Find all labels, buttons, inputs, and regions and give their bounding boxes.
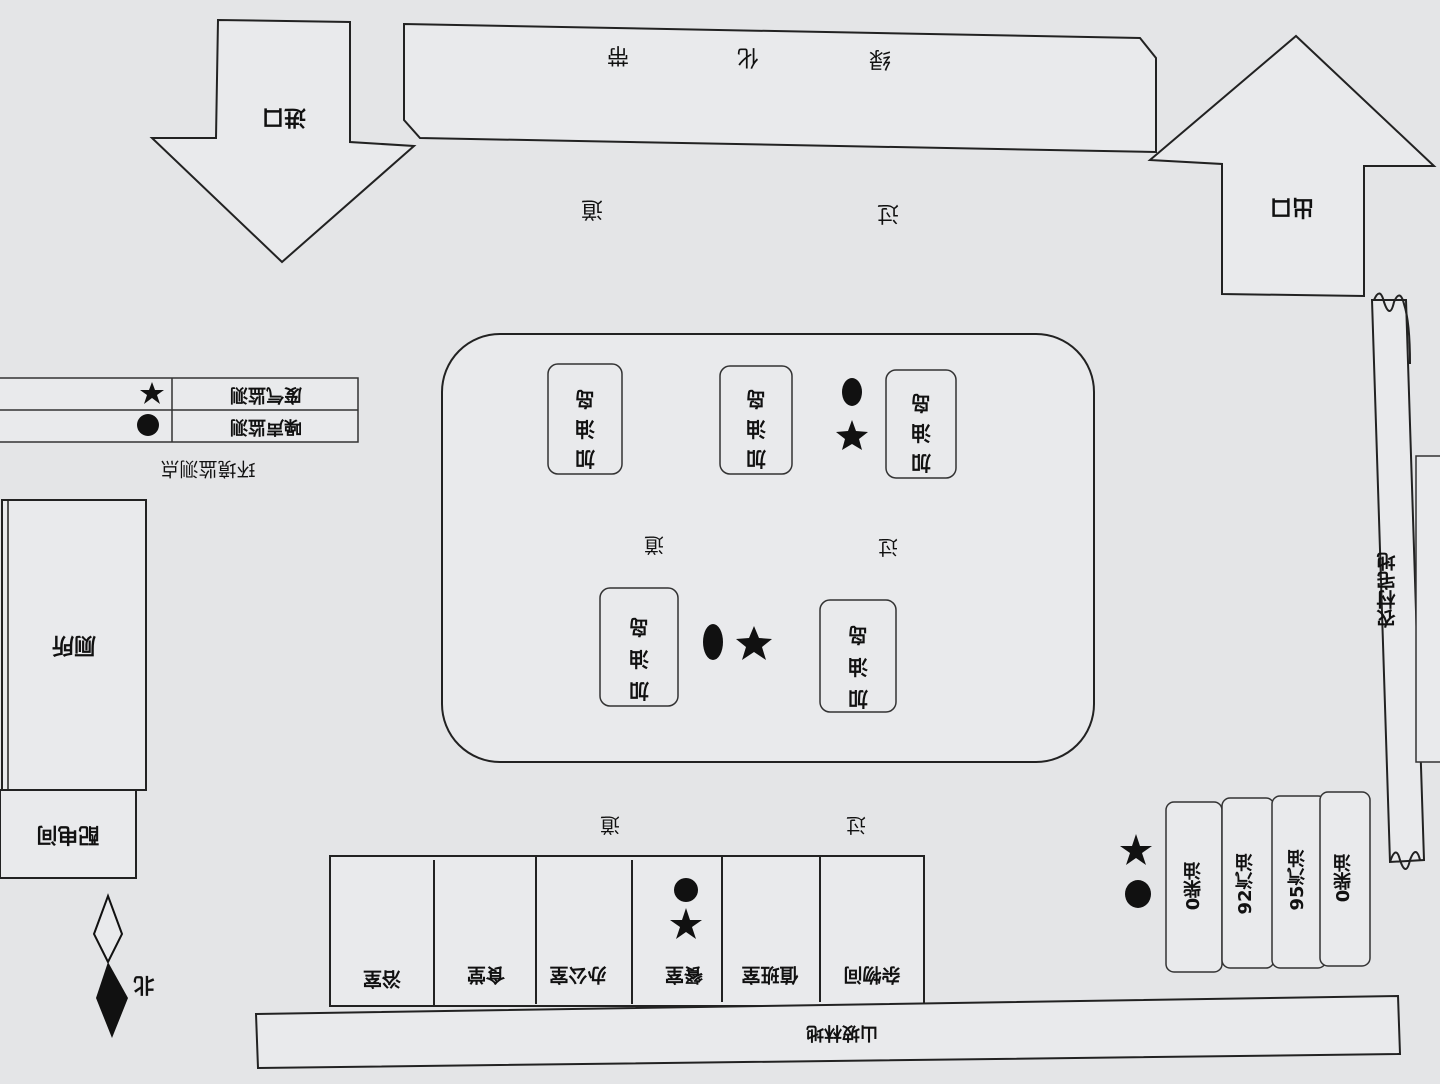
- legend-table: 废气监测 噪声监测: [0, 377, 359, 443]
- green-belt-char-3: 带: [607, 42, 629, 67]
- mountain-forest-strip: [254, 994, 1402, 1070]
- noise-marker-3: [674, 878, 698, 902]
- fuel-island-2-char-3: 岛: [746, 387, 766, 411]
- passage-bottom-char-2: 道: [600, 813, 620, 837]
- fuel-island-1-char-2: 油: [575, 417, 595, 441]
- passage-top-char-1: 过: [877, 200, 899, 225]
- legend-row-exhaust: 废气监测: [230, 384, 302, 406]
- legend-row-noise: 噪声监测: [230, 416, 302, 438]
- fuel-island-5-char-3: 岛: [848, 623, 868, 647]
- noise-marker-1: [842, 378, 862, 406]
- fuel-island-4-char-3: 岛: [629, 615, 649, 639]
- green-belt-char-1: 绿: [869, 46, 891, 71]
- fuel-island-1-char-3: 岛: [575, 387, 595, 411]
- mountain-forest-label: 山坡林地: [806, 1022, 878, 1044]
- tank-1-label: 0柴油: [1182, 862, 1204, 911]
- noise-marker-2: [703, 624, 723, 660]
- fuel-tanks: [1165, 791, 1371, 973]
- fuel-island-2-char-1: 加: [746, 447, 767, 471]
- passage-middle-char-2: 道: [644, 533, 664, 557]
- fuel-island-3-char-3: 岛: [911, 391, 931, 415]
- fuel-island-1: 加 油 岛: [547, 363, 623, 475]
- building-row: [329, 855, 925, 1007]
- entrance-arrow: [149, 18, 417, 264]
- tank-2-label: 92汽油: [1235, 853, 1256, 914]
- room-dining: 餐室: [665, 964, 703, 987]
- passage-bottom-char-1: 过: [846, 813, 866, 837]
- room-storage: 杂物间: [843, 964, 900, 987]
- boundary-wave-top: [1373, 292, 1411, 365]
- power-room: [0, 789, 137, 879]
- exhaust-marker-1: [836, 420, 868, 450]
- green-belt-char-2: 化: [737, 44, 759, 69]
- exhaust-marker-2: [736, 626, 772, 660]
- fuel-island-2: 加 油 岛: [719, 365, 793, 475]
- north-arrow-icon: [92, 893, 128, 1038]
- noise-marker-4: [1125, 880, 1151, 908]
- fuel-island-5: 加 油 岛: [819, 599, 897, 713]
- passage-top-char-2: 道: [581, 196, 603, 221]
- fuel-island-5-char-2: 油: [848, 655, 868, 679]
- fuel-island-3-char-1: 加: [911, 451, 932, 475]
- fuel-island-3-char-2: 油: [911, 421, 931, 445]
- toilet-label: 厕所: [52, 632, 96, 657]
- tank-3-label: 95汽油: [1287, 849, 1308, 910]
- neighbor-building: [1415, 455, 1440, 763]
- room-duty: 值班室: [741, 964, 798, 987]
- legend-noise-icon: [137, 414, 159, 436]
- exit-label: 出口: [1270, 194, 1314, 219]
- boundary-wave-bottom: [1389, 851, 1421, 870]
- tank-4-label: 0柴油: [1332, 854, 1354, 903]
- exit-arrow: [1147, 34, 1437, 298]
- village-land-label: 农村宅地: [1376, 552, 1399, 629]
- exhaust-marker-3: [670, 908, 702, 939]
- passage-middle-char-1: 过: [878, 535, 898, 559]
- fuel-island-5-char-1: 加: [848, 687, 869, 711]
- fuel-island-4-char-2: 油: [629, 647, 649, 671]
- legend-exhaust-icon: [140, 382, 164, 404]
- entrance-label: 进口: [262, 104, 306, 129]
- room-canteen: 食堂: [467, 964, 505, 987]
- exhaust-marker-4: [1120, 834, 1152, 865]
- fuel-island-4-char-1: 加: [629, 679, 650, 703]
- env-monitoring-label: 环境监测点: [160, 458, 255, 480]
- power-room-label: 配电间: [37, 823, 100, 847]
- fuel-island-4: 加 油 岛: [599, 587, 679, 707]
- green-belt: [403, 22, 1157, 154]
- fuel-island-3: 加 油 岛: [885, 369, 957, 479]
- room-bath: 浴室: [363, 968, 401, 991]
- north-label: 北: [134, 973, 155, 997]
- fuel-island-1-char-1: 加: [575, 447, 596, 471]
- room-office: 办公室: [549, 964, 606, 987]
- fuel-island-2-char-2: 油: [746, 417, 766, 441]
